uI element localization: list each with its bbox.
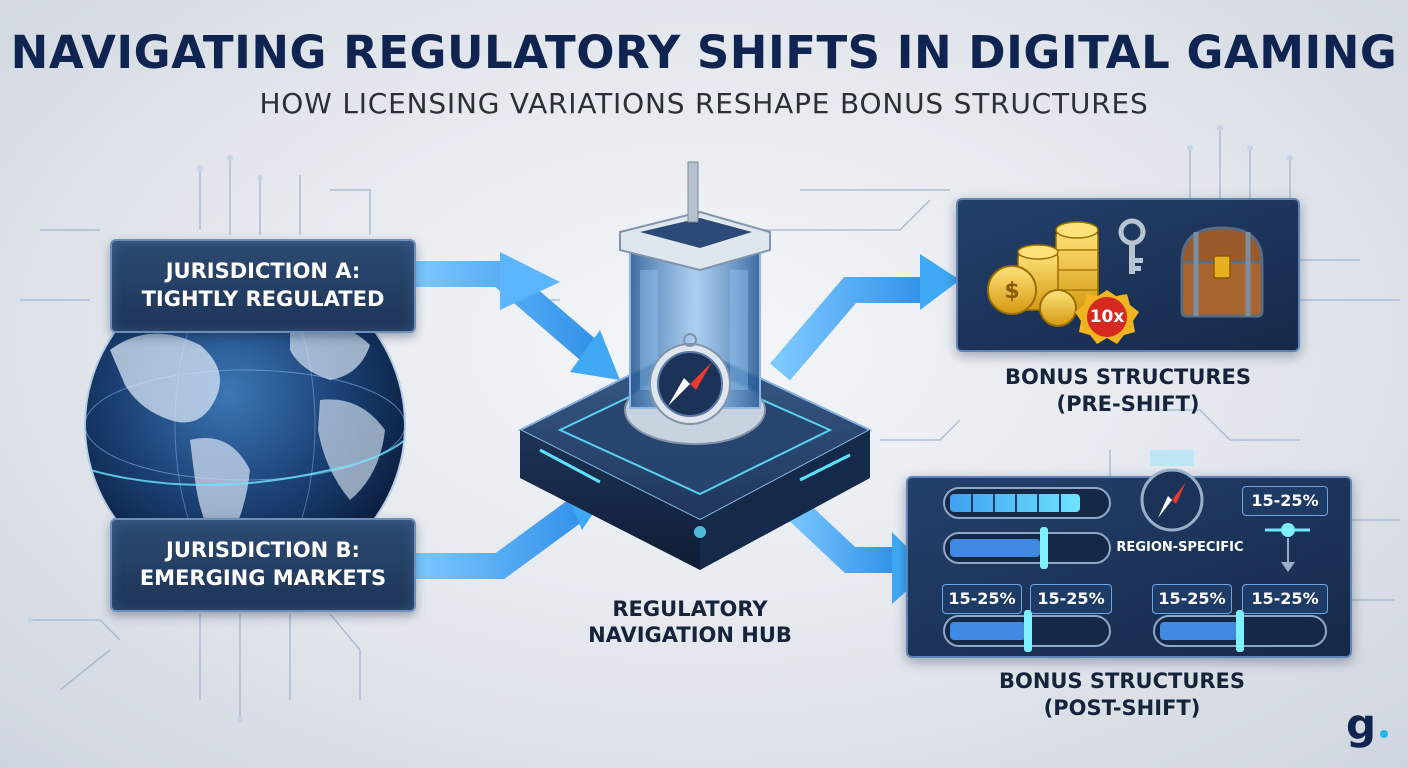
pre-shift-label-line1: BONUS STRUCTURES (978, 364, 1278, 391)
jurisdiction-a-subtitle: TIGHTLY REGULATED (142, 286, 385, 314)
post-shift-label-line1: BONUS STRUCTURES (972, 668, 1272, 695)
post-shift-label: BONUS STRUCTURES (POST-SHIFT) (972, 668, 1272, 723)
range-badge-2: 15-25% (942, 584, 1022, 614)
jurisdiction-b-title: JURISDICTION B: (166, 537, 360, 565)
range-badge-5: 15-25% (1242, 584, 1328, 614)
range-badge-4: 15-25% (1152, 584, 1232, 614)
jurisdiction-a-box: JURISDICTION A: TIGHTLY REGULATED (110, 239, 416, 333)
pre-shift-label-line2: (PRE-SHIFT) (978, 391, 1278, 418)
range-badge-3: 15-25% (1030, 584, 1112, 614)
hub-label-line1: REGULATORY (560, 596, 820, 622)
arrow-jurisdiction-a (416, 252, 620, 380)
hub-label: REGULATORY NAVIGATION HUB (560, 596, 820, 649)
brand-logo: g (1346, 704, 1394, 748)
jurisdiction-b-subtitle: EMERGING MARKETS (140, 565, 386, 593)
brand-logo-dot (1380, 730, 1388, 738)
region-specific-label: REGION-SPECIFIC (1114, 540, 1246, 555)
pre-shift-label: BONUS STRUCTURES (PRE-SHIFT) (978, 364, 1278, 419)
hub-label-line2: NAVIGATION HUB (560, 622, 820, 648)
multiplier-badge-label: 10x (1084, 294, 1130, 340)
post-shift-label-line2: (POST-SHIFT) (972, 695, 1272, 722)
jurisdiction-a-title: JURISDICTION A: (166, 258, 361, 286)
jurisdiction-b-box: JURISDICTION B: EMERGING MARKETS (110, 518, 416, 612)
arrow-to-pre-shift (780, 254, 960, 372)
range-badge-1: 15-25% (1242, 486, 1328, 516)
